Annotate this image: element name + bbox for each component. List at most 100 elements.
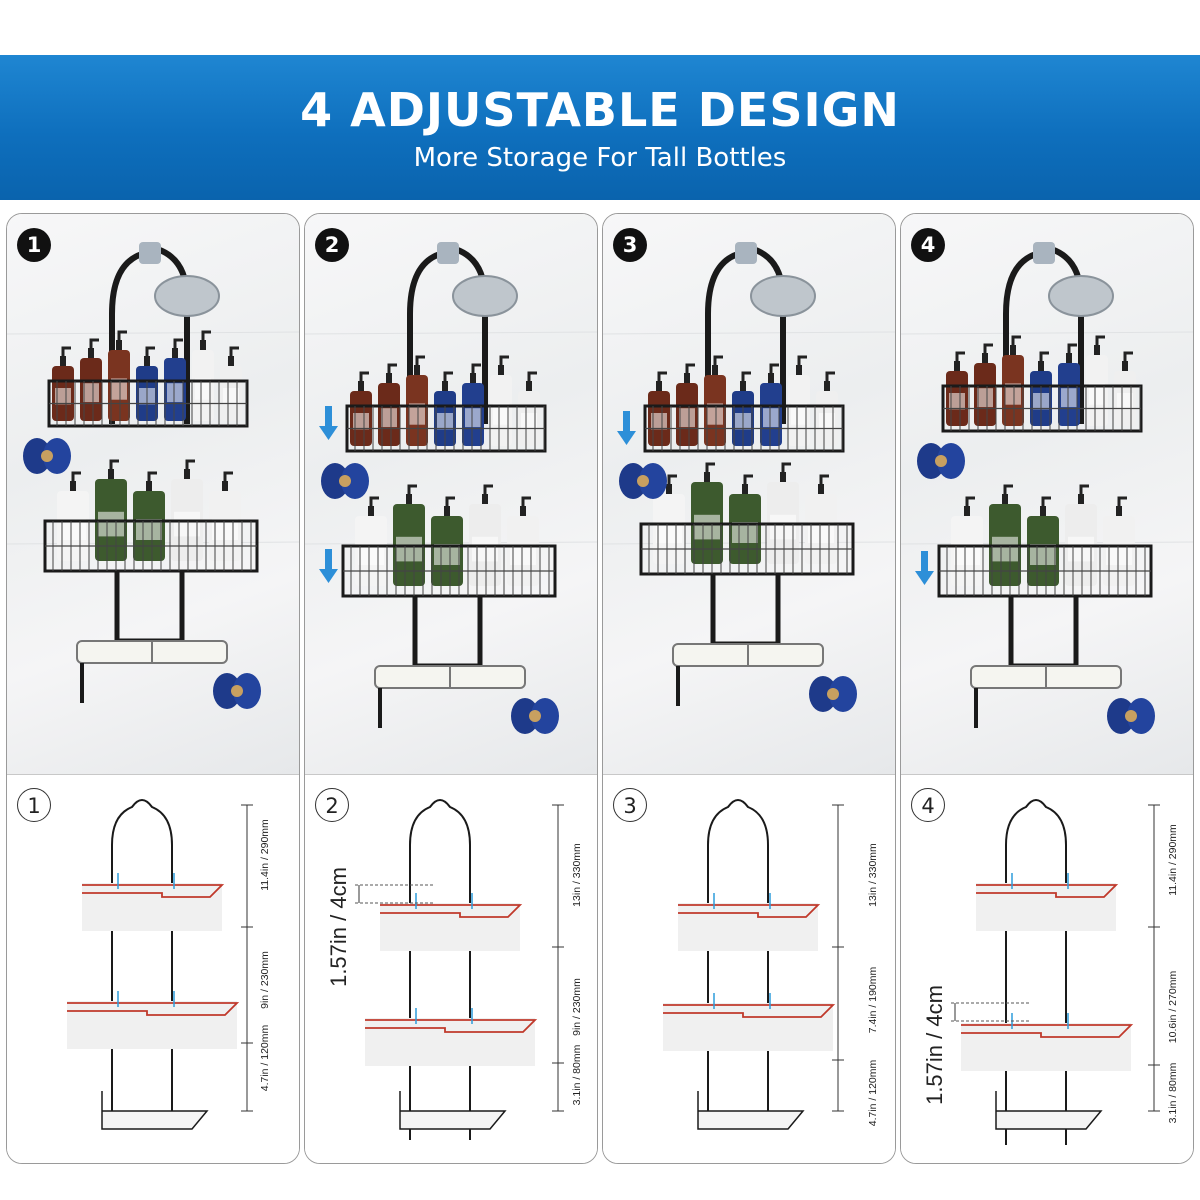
caddy-photo-illustration [7,242,299,709]
down-arrow-icon [617,411,636,445]
page-subtitle: More Storage For Tall Bottles [413,143,787,173]
bottle-icon [1058,343,1080,426]
dimension-middle: 9in / 230mm [571,978,583,1036]
bottle-icon [507,496,539,586]
bottle-icon [431,496,463,586]
photo-area: 1 [7,214,299,774]
option-number-badge: 2 [315,228,349,262]
loofah-sponge-icon [213,673,261,709]
dimension-diagram [355,799,564,1140]
diagram-area: 4 11.4in / 290mm 10.6in / 270mm 3.1in / … [901,774,1193,1163]
dimension-top: 11.4in / 290mm [259,819,271,891]
bottle-icon [816,371,838,446]
caddy-photo-illustration [305,242,597,734]
dimension-diagram [67,799,253,1130]
shelf-outline [961,1013,1134,1071]
shelf-outline [678,893,821,951]
frame-outline [1005,799,1067,1145]
shelf-outline [380,893,523,951]
caddy-hook-frame [407,251,442,424]
shelf-outline [82,873,225,931]
basket-shelf [639,522,855,576]
bottle-icon [974,343,996,426]
dimension-middle: 9in / 230mm [259,951,271,1009]
bottle-icon [164,338,186,421]
dimension-top: 11.4in / 290mm [1167,824,1179,896]
down-arrow-icon [915,551,934,585]
shift-label: 1.57in / 4cm [922,985,947,1105]
diagram-number: 1 [17,788,51,822]
dimension-top: 13in / 330mm [867,843,879,907]
shower-head-icon [1048,275,1114,317]
dimension-middle: 7.4in / 190mm [867,966,879,1034]
shelf-outline [663,993,836,1051]
soap-tray-outline [995,1091,1103,1130]
shower-head-icon [452,275,518,317]
shower-arm-icon [735,242,757,264]
panel-2: 2 2 13in / 330mm 9in / 230mm 3.1in / 80m… [304,213,598,1164]
dimension-middle: 10.6in / 270mm [1167,970,1179,1044]
diagram-area: 2 13in / 330mm 9in / 230mm 3.1in / 80mm … [305,774,597,1163]
photo-area: 4 [901,214,1193,774]
shower-head-icon [154,275,220,317]
basket-shelf [941,384,1143,433]
bottle-icon [1086,335,1108,426]
bottle-icon [350,371,372,446]
soap-tray-outline [101,1091,209,1130]
bottle-icon [1114,351,1136,426]
photo-area: 3 [603,214,895,774]
shower-arm-icon [1033,242,1055,264]
bottle-icon [133,471,165,561]
frame-outline [409,799,471,1140]
shelf-outline [365,1008,538,1066]
loofah-sponge-icon [619,463,667,499]
dimension-diagram [663,799,844,1130]
caddy-hook-frame [705,251,740,424]
bottle-icon [518,371,540,446]
caddy-lower-frame [710,574,781,647]
diagram-number: 2 [315,788,349,822]
loofah-sponge-icon [23,438,71,474]
bottle-icon [729,474,761,564]
down-arrow-icon [319,549,338,583]
panel-3: 3 3 13in / 330mm 7.4in / 190mm 4.7in / 1… [602,213,896,1164]
page-title: 4 ADJUSTABLE DESIGN [300,83,900,137]
caddy-hook-frame [1003,251,1038,424]
bottle-icon [805,474,837,564]
bottle-icon [192,330,214,421]
panel-1: 1 1 11.4in / 290mm 9in / 230mm 4.7in / 1… [6,213,300,1164]
bottle-icon [1027,496,1059,586]
bottle-icon [946,351,968,426]
bottle-icon [462,363,484,446]
basket-shelf [43,519,259,573]
bottle-icon [989,484,1021,586]
shower-arm-icon [437,242,459,264]
bottle-icon [1103,496,1135,586]
tile-line [901,331,1193,335]
basket-shelf [47,379,249,428]
photo-area: 2 [305,214,597,774]
option-number-badge: 4 [911,228,945,262]
bottle-icon [209,471,241,561]
basket-shelf [937,544,1153,598]
loofah-sponge-icon [809,676,857,712]
caddy-photo-illustration [603,242,895,712]
diagram-area: 3 13in / 330mm 7.4in / 190mm 4.7in / 120… [603,774,895,1163]
dimension-diagram [951,799,1160,1145]
loofah-sponge-icon [321,463,369,499]
tile-line [603,331,895,335]
bottle-icon [378,363,400,446]
caddy-photo-illustration [901,242,1193,734]
tile-line [305,331,597,335]
dimension-bottom: 4.7in / 120mm [259,1024,271,1092]
header-banner: 4 ADJUSTABLE DESIGN More Storage For Tal… [0,55,1200,200]
diagram-number: 3 [613,788,647,822]
shelf-outline [67,991,240,1049]
bottle-icon [648,371,670,446]
basket-shelf [341,544,557,598]
dimension-bottom: 3.1in / 80mm [571,1044,583,1106]
dimension-bottom: 3.1in / 80mm [1167,1062,1179,1124]
caddy-lower-frame [412,596,483,669]
shower-head-icon [750,275,816,317]
bottle-icon [490,355,512,446]
